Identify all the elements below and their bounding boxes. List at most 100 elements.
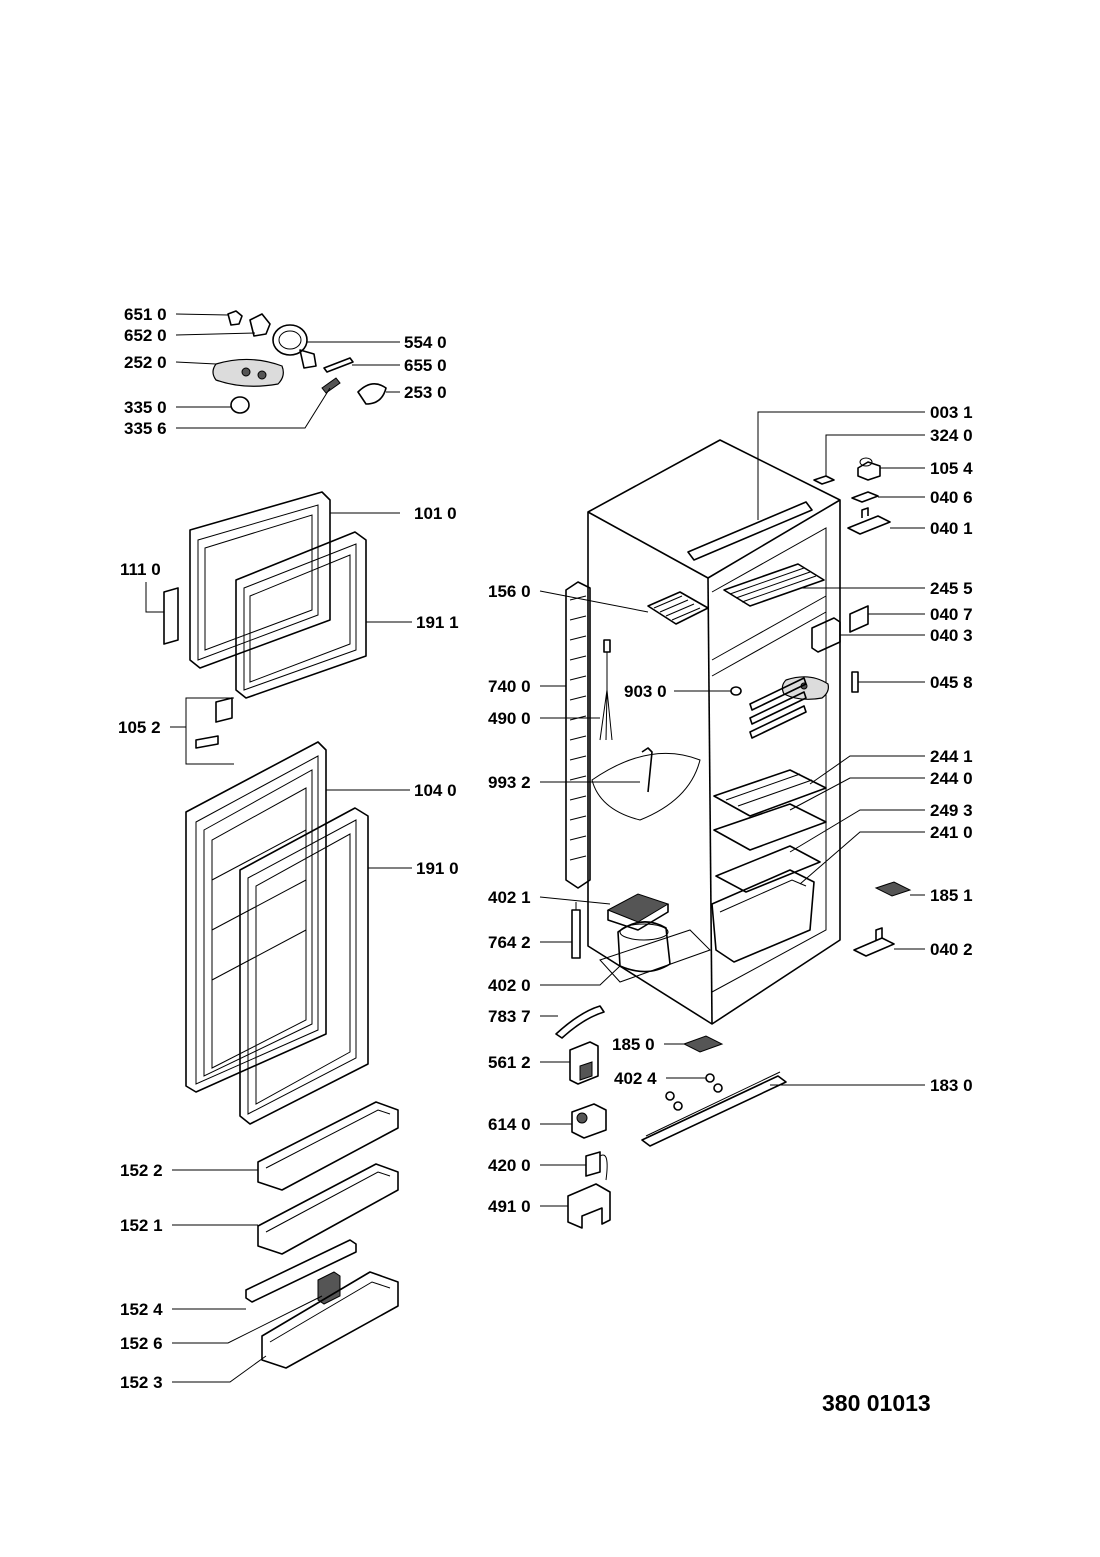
part-652-0-socket [175,313,271,337]
label-152-3: 152 3 [120,1373,163,1392]
label-420-0: 420 0 [488,1156,531,1175]
label-244-0: 244 0 [930,769,973,788]
part-402-4-grommets [665,1073,723,1111]
label-152-4: 152 4 [120,1300,163,1319]
part-490-0-cable [540,639,613,741]
part-402-1-relay-cover [539,893,670,931]
label-152-1: 152 1 [120,1216,163,1235]
drawing-number: 380 01013 [822,1390,931,1416]
label-783-7: 783 7 [488,1007,531,1026]
cabinet-group [539,411,925,1025]
label-185-0: 185 0 [612,1035,655,1054]
label-183-0: 183 0 [930,1076,973,1095]
label-402-1: 402 1 [488,888,531,907]
label-554-0: 554 0 [404,333,447,352]
part-104-0-fridge-door [185,741,410,1093]
part-249-3-crisper-cover [715,809,925,893]
part-740-0-condenser [540,581,591,889]
label-490-0: 490 0 [488,709,531,728]
part-040-2-lower-hinge [853,927,925,957]
part-993-2-bowl-sensor [540,747,701,821]
part-045-8-screw [851,671,925,693]
label-245-5: 245 5 [930,579,973,598]
part-245-5-wire-shelf [723,563,925,607]
label-249-3: 249 3 [930,801,973,820]
label-993-2: 993 2 [488,773,531,792]
part-241-0-crisper-drawer [711,831,925,963]
label-764-2: 764 2 [488,933,531,952]
part-105-4-hinge-cap [857,457,925,481]
loose-parts-group [540,1005,925,1229]
part-191-0-fridge-gasket [239,807,412,1125]
thermostat-lamp-group [175,310,400,429]
part-040-7-middle-hinge [849,605,925,633]
label-652-0: 652 0 [124,326,167,345]
part-152-1-door-bin [172,1163,399,1255]
label-561-2: 561 2 [488,1053,531,1072]
label-105-4: 105 4 [930,459,973,478]
label-040-2: 040 2 [930,940,973,959]
label-402-0: 402 0 [488,976,531,995]
part-152-3-door-bin [172,1271,399,1383]
label-111-0: 111 0 [120,560,161,579]
label-191-0: 191 0 [416,859,459,878]
door-bins-group [172,1101,399,1383]
part-244-1-glass-shelf [713,755,925,817]
label-335-6: 335 6 [124,419,167,438]
part-040-6-hinge-bracket [851,491,925,503]
label-045-8: 045 8 [930,673,973,692]
label-003-1: 003 1 [930,403,973,422]
part-040-1-upper-hinge [847,507,925,535]
label-253-0: 253 0 [404,383,447,402]
part-185-1-foot-cover [874,881,925,897]
label-324-0: 324 0 [930,426,973,445]
part-040-3-hinge-plate [811,617,925,653]
part-651-0-bulb [175,310,243,326]
label-156-0: 156 0 [488,582,531,601]
label-185-1: 185 1 [930,886,973,905]
label-241-0: 241 0 [930,823,973,842]
label-903-0: 903 0 [624,682,667,701]
part-111-0-handle [145,582,179,645]
part-152-2-door-bin [172,1101,399,1191]
part-105-2-hinge-bracket [170,697,234,765]
part-335-0-knob [176,396,250,414]
label-252-0: 252 0 [124,353,167,372]
part-561-2-starter [540,1041,599,1085]
part-labels: 651 0 652 0 554 0 655 0 252 0 253 0 335 … [118,305,973,1416]
part-252-0-thermostat-housing [175,358,284,387]
label-152-6: 152 6 [120,1334,163,1353]
part-783-7-drain-tube [540,1005,605,1039]
part-764-2-filter-drier [540,902,581,959]
part-156-0-ice-tray [539,590,709,625]
label-491-0: 491 0 [488,1197,531,1216]
label-040-6: 040 6 [930,488,973,507]
label-244-1: 244 1 [930,747,973,766]
part-183-0-base-rail [641,1071,925,1147]
part-491-0-terminal-cover [540,1183,611,1229]
part-185-0-cover [664,1035,724,1053]
label-655-0: 655 0 [404,356,447,375]
label-104-0: 104 0 [414,781,457,800]
label-740-0: 740 0 [488,677,531,696]
freezer-door-group [145,491,412,765]
label-191-1: 191 1 [416,613,459,632]
label-152-2: 152 2 [120,1161,163,1180]
part-554-0-lamp-cover [272,324,400,369]
fridge-door-group [185,741,412,1125]
part-903-0-drain-plug [674,686,742,696]
part-420-0-capacitor [540,1151,608,1181]
part-402-0-compressor [540,921,711,986]
label-101-0: 101 0 [414,504,457,523]
part-244-0-shelf [713,777,925,851]
label-651-0: 651 0 [124,305,167,324]
label-040-1: 040 1 [930,519,973,538]
part-152-4-bar [172,1239,357,1310]
label-105-2: 105 2 [118,718,161,737]
part-655-0-thermostat-shaft [323,357,400,373]
part-614-0-overload-protector [540,1103,607,1139]
part-152-6-bottle-retainer [172,1271,341,1344]
label-402-4: 402 4 [614,1069,657,1088]
label-614-0: 614 0 [488,1115,531,1134]
